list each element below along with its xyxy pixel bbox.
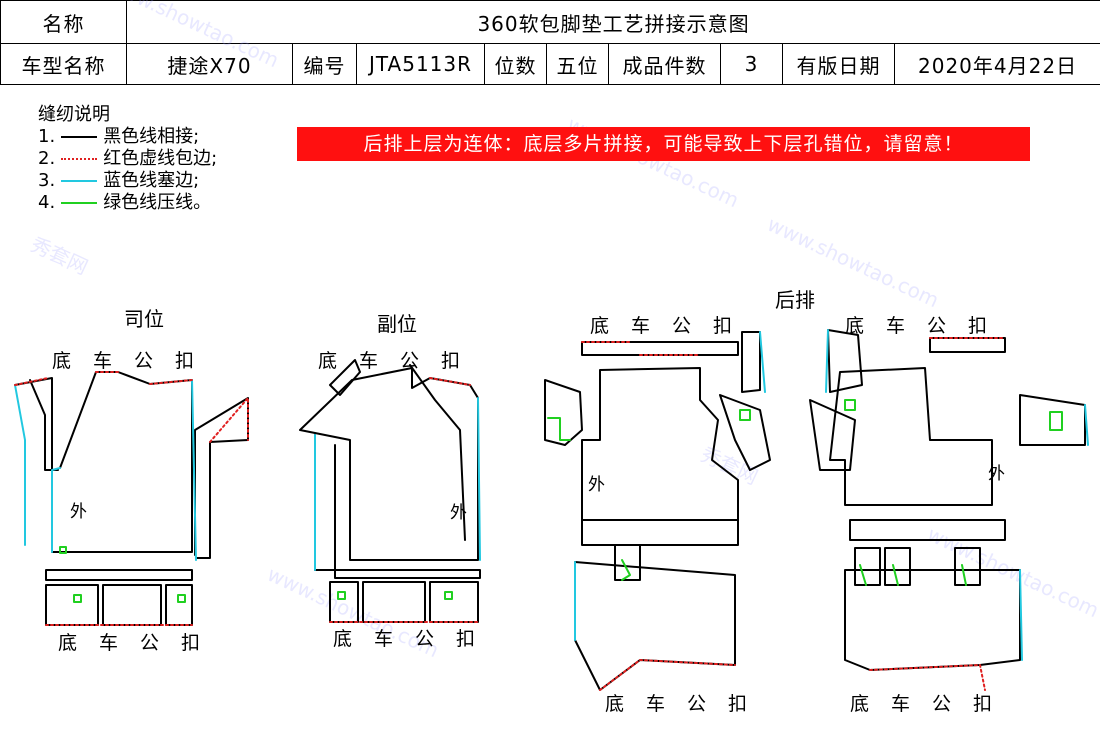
seats-label: 位数 — [484, 43, 547, 85]
driver-outer-label: 外 — [70, 502, 87, 522]
pattern-drawing — [14, 329, 1089, 691]
pieces-value: 3 — [720, 43, 783, 85]
blue-line-swatch — [61, 180, 98, 182]
black-line-swatch — [61, 136, 98, 138]
rear-left-outer-label: 外 — [588, 475, 605, 495]
legend-item-red: 2. 红色虚线包边; — [38, 148, 218, 169]
legend-title: 缝纫说明 — [38, 104, 110, 125]
rear-title: 后排 — [775, 288, 815, 312]
legend-item-black: 1. 黑色线相接; — [38, 126, 200, 147]
code-value: JTA5113R — [356, 43, 485, 85]
sheet-title: 360软包脚垫工艺拼接示意图 — [125, 0, 1100, 44]
driver-buckle-top: 底车公扣 — [52, 350, 217, 372]
passenger-buckle-bottom: 底车公扣 — [333, 628, 498, 650]
rear-pattern — [544, 329, 1089, 691]
model-value: 捷途X70 — [126, 43, 293, 85]
legend-item-green: 4. 绿色线压线。 — [38, 192, 212, 213]
name-label: 名称 — [0, 0, 127, 44]
rear-left-buckle-top: 底车公扣 — [590, 315, 755, 337]
model-label: 车型名称 — [0, 43, 127, 85]
header-table: 名称 360软包脚垫工艺拼接示意图 车型名称 捷途X70 编号 JTA5113R… — [0, 0, 1100, 85]
passenger-title: 副位 — [377, 312, 417, 336]
code-label: 编号 — [292, 43, 357, 85]
passenger-buckle-top: 底车公扣 — [318, 350, 483, 372]
warning-banner: 后排上层为连体：底层多片拼接，可能导致上下层孔错位，请留意！ — [297, 127, 1030, 161]
driver-buckle-bottom: 底车公扣 — [58, 632, 223, 654]
date-label: 有版日期 — [782, 43, 895, 85]
pieces-label: 成品件数 — [608, 43, 721, 85]
date-value: 2020年4月22日 — [893, 43, 1100, 85]
green-line-swatch — [61, 202, 98, 204]
rear-right-buckle-top: 底车公扣 — [845, 315, 1010, 337]
rear-left-buckle-bottom: 底车公扣 — [605, 693, 770, 715]
red-dotted-swatch — [61, 158, 98, 160]
sewing-legend: 缝纫说明 1. 黑色线相接; 2. 红色虚线包边; 3. 蓝色线塞边; 4. 绿… — [38, 104, 217, 214]
legend-item-blue: 3. 蓝色线塞边; — [38, 170, 200, 191]
passenger-pattern — [299, 359, 481, 623]
rear-right-buckle-bottom: 底车公扣 — [850, 693, 1015, 715]
driver-pattern — [14, 371, 249, 626]
driver-title: 司位 — [124, 307, 164, 331]
seats-value: 五位 — [546, 43, 609, 85]
